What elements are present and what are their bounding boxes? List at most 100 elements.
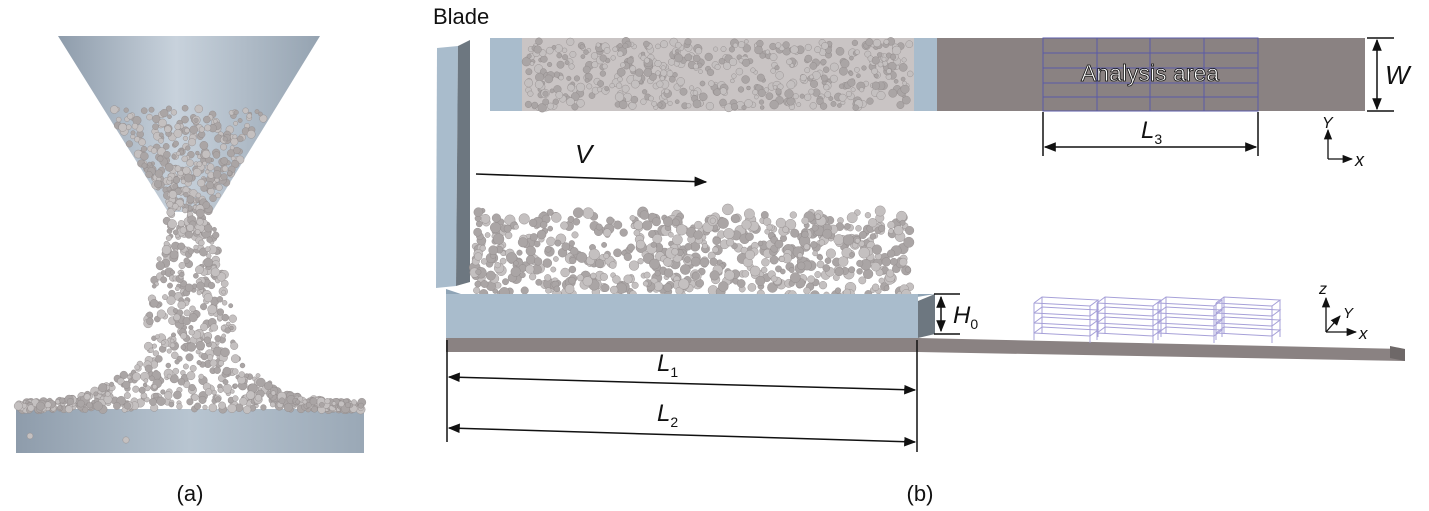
particle [166,208,175,217]
particle [198,373,204,380]
particle [821,42,829,50]
particle [254,109,260,115]
particle [193,272,199,279]
particle [612,46,618,52]
particle [811,224,819,232]
substrate-extension [918,338,1405,361]
particle [657,102,663,108]
particle [181,104,189,112]
panel-a: (a) [13,36,367,506]
particle [864,50,872,58]
particle [599,54,607,62]
particle [747,283,757,292]
particle [823,84,830,91]
particle [172,308,179,314]
particle [195,192,202,199]
particle [719,98,727,107]
particle [760,105,765,110]
particle [283,403,293,412]
particle [770,275,778,283]
particle [631,79,640,89]
particle [854,49,860,55]
particle [809,62,818,70]
particle [724,270,735,281]
particle [154,334,160,339]
particle [212,231,220,239]
particle [877,61,884,68]
particle [690,256,701,267]
particle [899,219,906,226]
particle [222,366,232,376]
particle [610,55,616,61]
particle [98,383,108,393]
particle [256,377,266,388]
particle [525,245,536,257]
particle [528,273,537,281]
particle [807,275,815,284]
particle [207,281,216,290]
particle [83,393,91,401]
particle [818,281,828,290]
particle [344,402,351,408]
particle [820,58,827,65]
particle [671,248,679,256]
particle [744,39,749,44]
particle [874,205,886,217]
particle [209,359,218,367]
particle [199,141,209,150]
particle [736,279,746,288]
particle [792,93,799,100]
particle [674,53,684,63]
l1-label: L1 [657,350,678,380]
particle [754,45,763,55]
particle [708,80,715,87]
particle [769,53,778,61]
particle [684,242,692,251]
particle [838,93,847,102]
particle [667,100,673,106]
particle [196,290,202,296]
particle [655,70,661,76]
particle [206,354,214,361]
particle [851,39,859,47]
particle [560,221,569,230]
particle [756,73,765,82]
particle [174,165,182,172]
particle [580,54,586,59]
particle [160,108,169,118]
particle [730,78,735,84]
particle [144,364,153,373]
particle [202,160,208,166]
particle [586,83,593,90]
particle [752,89,758,96]
particle [570,247,579,256]
particle [258,111,263,117]
particle [196,281,205,290]
particle [211,389,217,396]
particle [203,115,211,124]
particle [822,264,831,272]
particle [177,378,186,386]
particle [484,232,491,238]
particle [871,283,880,291]
particle [595,42,601,48]
particle [164,125,172,133]
particle [654,60,662,68]
particle [140,107,148,114]
particle [609,285,619,295]
particle [790,272,801,283]
particle [494,262,501,269]
particle [171,154,177,160]
particle [270,401,276,408]
particle [595,223,603,231]
particle [493,233,505,245]
particle [664,88,670,94]
particle [198,395,207,404]
particle [214,396,222,403]
particle [823,66,830,73]
particle [790,45,799,54]
analysis-area-label: Analysis area [1081,60,1219,86]
side-particle-bed [469,203,915,301]
top-axes-icon [1323,128,1354,164]
particle [717,217,729,229]
